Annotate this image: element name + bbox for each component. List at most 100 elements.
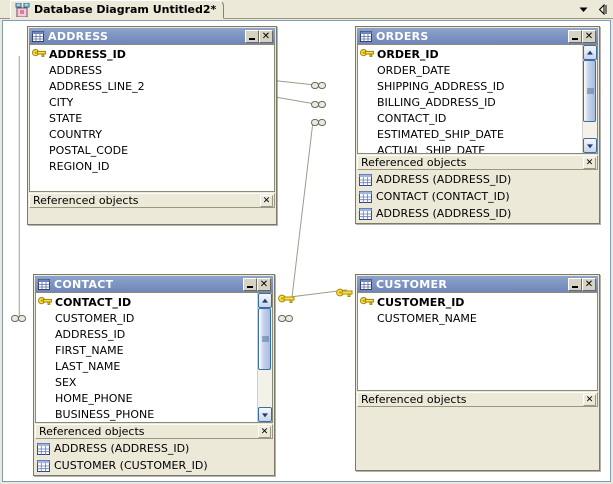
- referenced-object-item[interactable]: ADDRESS (ADDRESS_ID): [359, 205, 599, 222]
- referenced-objects-close-icon[interactable]: ✕: [258, 425, 271, 438]
- column-name: ORDER_ID: [377, 48, 439, 61]
- close-button-orders[interactable]: ✕: [582, 29, 596, 43]
- tab-database-diagram[interactable]: Database Diagram Untitled2*: [10, 0, 225, 19]
- column-indent: [360, 112, 377, 126]
- referenced-objects-list-contact[interactable]: ADDRESS (ADDRESS_ID)CUSTOMER (CUSTOMER_I…: [34, 439, 274, 475]
- column-row[interactable]: LAST_NAME: [38, 359, 257, 375]
- column-row[interactable]: HOME_PHONE: [38, 391, 257, 407]
- column-row[interactable]: CONTACT_ID: [360, 111, 582, 127]
- table-icon: [360, 278, 372, 290]
- scrollbar-track[interactable]: [258, 308, 272, 407]
- scroll-down-arrow-icon[interactable]: [583, 138, 597, 153]
- column-name: CUSTOMER_ID: [55, 312, 135, 325]
- table-title-bar-orders[interactable]: ORDERS✕: [356, 27, 599, 44]
- scroll-up-arrow-icon[interactable]: [258, 293, 272, 308]
- minimize-button-contact[interactable]: [243, 277, 257, 291]
- column-row[interactable]: CUSTOMER_NAME: [360, 311, 597, 327]
- minimize-button-address[interactable]: [245, 29, 259, 43]
- column-row[interactable]: BUSINESS_PHONE: [38, 407, 257, 422]
- primary-key-icon: [38, 296, 55, 310]
- tab-scroll-icon[interactable]: [597, 3, 609, 16]
- referenced-object-item[interactable]: CUSTOMER (CUSTOMER_ID): [37, 457, 274, 474]
- vertical-scrollbar-orders[interactable]: [582, 45, 597, 153]
- column-row[interactable]: ADDRESS: [32, 63, 274, 79]
- column-name: ADDRESS_LINE_2: [49, 80, 145, 93]
- column-name: CONTACT_ID: [377, 112, 447, 125]
- grid-icon: [359, 207, 372, 220]
- column-row[interactable]: ACTUAL_SHIP_DATE: [360, 143, 582, 153]
- referenced-object-item[interactable]: ADDRESS (ADDRESS_ID): [359, 171, 599, 188]
- column-row[interactable]: ADDRESS_ID: [38, 327, 257, 343]
- column-row[interactable]: CITY: [32, 95, 274, 111]
- column-row[interactable]: CUSTOMER_ID: [38, 311, 257, 327]
- scroll-up-arrow-icon[interactable]: [583, 45, 597, 60]
- vertical-scrollbar-contact[interactable]: [257, 293, 272, 422]
- column-row[interactable]: FIRST_NAME: [38, 343, 257, 359]
- column-indent: [38, 392, 55, 406]
- column-row[interactable]: ADDRESS_LINE_2: [32, 79, 274, 95]
- column-indent: [38, 312, 55, 326]
- column-row[interactable]: BILLING_ADDRESS_ID: [360, 95, 582, 111]
- referenced-objects-close-icon[interactable]: ✕: [583, 393, 596, 406]
- column-name: BUSINESS_PHONE: [55, 408, 155, 421]
- referenced-objects-header-orders[interactable]: Referenced objects ✕: [357, 155, 598, 170]
- grid-icon: [359, 190, 372, 203]
- column-row[interactable]: COUNTRY: [32, 127, 274, 143]
- column-indent: [360, 128, 377, 142]
- column-row[interactable]: POSTAL_CODE: [32, 143, 274, 159]
- scrollbar-thumb[interactable]: [583, 60, 596, 122]
- referenced-objects-header-contact[interactable]: Referenced objects✕: [35, 424, 273, 439]
- diagram-icon: [15, 2, 30, 17]
- column-name: POSTAL_CODE: [49, 144, 129, 157]
- column-row[interactable]: CUSTOMER_ID: [360, 295, 597, 311]
- column-row[interactable]: REGION_ID: [32, 159, 274, 175]
- referenced-objects-header-customer[interactable]: Referenced objects ✕: [357, 392, 598, 407]
- column-row[interactable]: ADDRESS_ID: [32, 47, 274, 63]
- column-indent: [38, 360, 55, 374]
- column-row[interactable]: ESTIMATED_SHIP_DATE: [360, 127, 582, 143]
- column-row[interactable]: ORDER_ID: [360, 47, 582, 63]
- column-indent: [32, 96, 49, 110]
- referenced-objects-empty: [28, 208, 276, 224]
- column-row[interactable]: ORDER_DATE: [360, 63, 582, 79]
- referenced-objects-label: Referenced objects: [361, 393, 467, 406]
- close-button-contact[interactable]: ✕: [257, 277, 271, 291]
- close-button-address[interactable]: ✕: [259, 29, 273, 43]
- scrollbar-thumb[interactable]: [258, 308, 271, 370]
- column-indent: [32, 112, 49, 126]
- column-row[interactable]: STATE: [32, 111, 274, 127]
- referenced-objects-list-orders[interactable]: ADDRESS (ADDRESS_ID)CONTACT (CONTACT_ID)…: [356, 170, 599, 223]
- table-title-bar-contact[interactable]: CONTACT✕: [34, 275, 274, 292]
- referenced-object-item[interactable]: CONTACT (CONTACT_ID): [359, 188, 599, 205]
- table-title-bar-customer[interactable]: CUSTOMER✕: [356, 275, 599, 292]
- column-name: SEX: [55, 376, 77, 389]
- minimize-button-customer[interactable]: [568, 277, 582, 291]
- chevron-down-icon[interactable]: [578, 4, 589, 15]
- scrollbar-track[interactable]: [583, 60, 597, 138]
- referenced-objects-close-icon[interactable]: ✕: [260, 194, 273, 207]
- column-row[interactable]: SHIPPING_ADDRESS_ID: [360, 79, 582, 95]
- minimize-button-orders[interactable]: [568, 29, 582, 43]
- table-title-bar-address[interactable]: ADDRESS✕: [28, 27, 276, 44]
- close-button-customer[interactable]: ✕: [582, 277, 596, 291]
- referenced-objects-header-address[interactable]: Referenced objects✕: [29, 193, 275, 208]
- referenced-object-item[interactable]: ADDRESS (ADDRESS_ID): [37, 440, 274, 457]
- column-name: ADDRESS_ID: [55, 328, 126, 341]
- referenced-objects-close-icon[interactable]: ✕: [583, 156, 596, 169]
- column-row[interactable]: CONTACT_ID: [38, 295, 257, 311]
- referenced-objects-label: Referenced objects: [361, 156, 467, 169]
- column-row[interactable]: SEX: [38, 375, 257, 391]
- column-name: STATE: [49, 112, 83, 125]
- scroll-down-arrow-icon[interactable]: [258, 407, 272, 422]
